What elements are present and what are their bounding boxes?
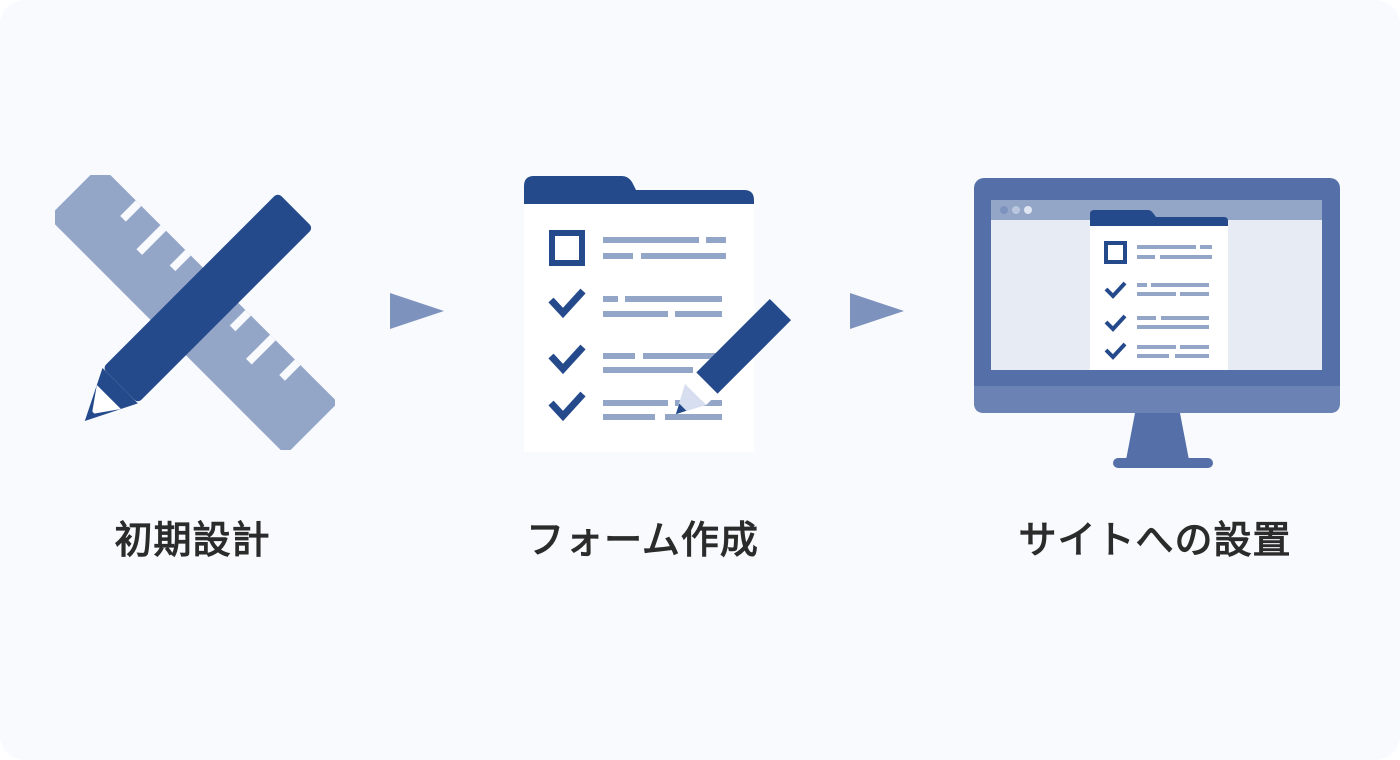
step-2-label: フォーム作成	[526, 518, 759, 562]
pencil-ruler-icon	[48, 165, 338, 455]
form-with-pencil-icon	[524, 176, 792, 452]
step-3-label: サイトへの設置	[1018, 518, 1292, 562]
step-2-icon	[520, 172, 795, 457]
arrow-right-icon	[850, 293, 904, 329]
step-1-label: 初期設計	[114, 518, 271, 562]
arrow-2	[848, 291, 906, 331]
step-1-icon	[48, 165, 338, 455]
step-3-icon	[970, 175, 1345, 470]
arrow-1	[388, 291, 446, 331]
arrow-right-icon	[390, 293, 444, 329]
monitor-with-form-icon	[974, 178, 1340, 468]
